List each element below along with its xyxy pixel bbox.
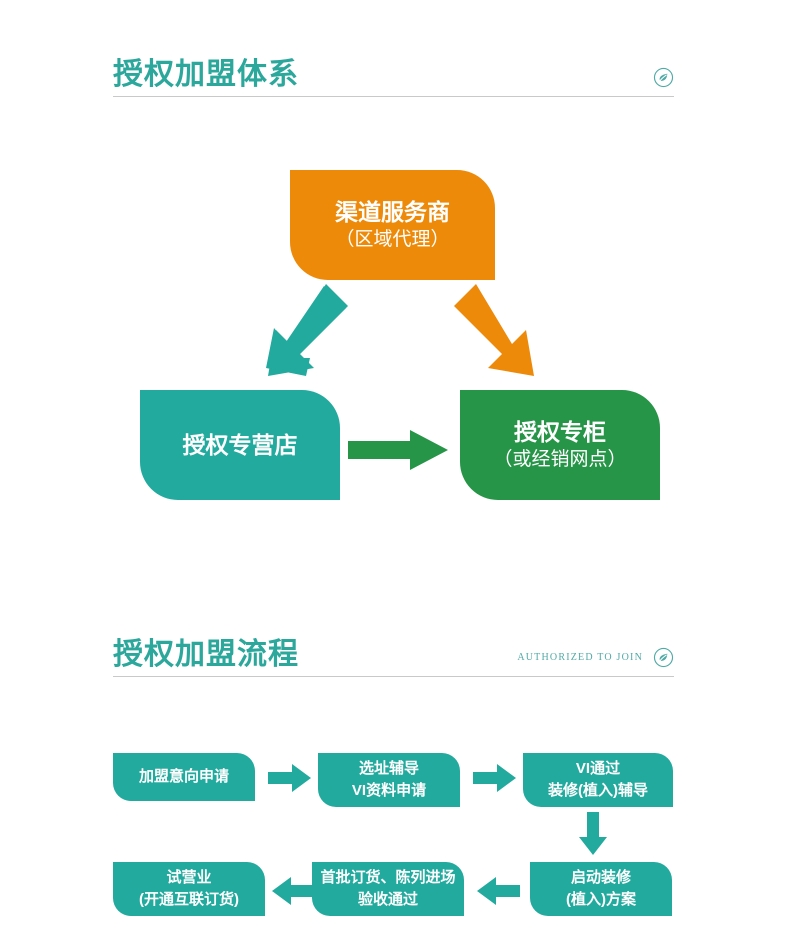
flow-step-3: VI通过 装修(植入)辅导 <box>523 753 673 807</box>
node-line-1: 渠道服务商 <box>335 198 450 225</box>
header-row: 授权加盟体系 <box>113 48 674 92</box>
flow-step-line-2: VI资料申请 <box>351 781 427 799</box>
header-subtitle-en: AUTHORIZED TO JOIN <box>517 652 643 663</box>
header-divider-2 <box>113 676 674 677</box>
flow-arrow-down <box>579 812 607 855</box>
flow-step-line-1: 选址辅导 <box>358 759 419 777</box>
diagram-node-authorized-store: 授权专营店 <box>140 390 340 500</box>
node-line-2: （或经销网点） <box>493 448 627 470</box>
flow-step-line-2: 验收通过 <box>357 890 418 908</box>
flow-step-4: 启动装修 (植入)方案 <box>530 862 672 916</box>
flow-step-line-2: 装修(植入)辅导 <box>548 781 648 799</box>
header-right-group: AUTHORIZED TO JOIN <box>517 647 674 668</box>
flow-step-5: 首批订货、陈列进场 验收通过 <box>312 862 464 916</box>
diagram-arrow-channel-to-store <box>266 284 348 376</box>
page-title-franchise-process: 授权加盟流程 <box>113 638 299 671</box>
diagram-arrow-channel-to-counter <box>454 284 534 376</box>
page-title-franchise-system: 授权加盟体系 <box>113 58 299 91</box>
node-line-1: 授权专营店 <box>182 431 298 458</box>
flow-step-1: 加盟意向申请 <box>113 753 255 801</box>
leaf-badge-icon <box>653 67 674 88</box>
diagram-node-authorized-counter: 授权专柜 （或经销网点） <box>460 390 660 500</box>
flow-step-6: 试营业 (开通互联订货) <box>113 862 265 916</box>
node-line-2: （区域代理） <box>335 228 450 250</box>
flow-arrow-4 <box>272 877 315 905</box>
header-right-group <box>643 67 674 88</box>
flow-step-line-2: (开通互联订货) <box>139 890 239 908</box>
flow-step-line-1: VI通过 <box>575 759 621 777</box>
flow-step-line-1: 启动装修 <box>570 868 631 886</box>
flow-step-line-1: 首批订货、陈列进场 <box>320 868 456 886</box>
node-line-1: 授权专柜 <box>514 418 606 445</box>
flow-arrow-2 <box>473 764 516 792</box>
leaf-badge-icon <box>653 647 674 668</box>
section-header-franchise-process: 授权加盟流程 AUTHORIZED TO JOIN <box>113 628 674 672</box>
flow-arrow-3 <box>477 877 520 905</box>
flow-step-2: 选址辅导 VI资料申请 <box>318 753 460 807</box>
header-row: 授权加盟流程 AUTHORIZED TO JOIN <box>113 628 674 672</box>
diagram-arrow-store-to-counter <box>348 430 448 470</box>
flow-step-line-1: 加盟意向申请 <box>138 767 229 785</box>
flow-step-line-1: 试营业 <box>166 868 212 886</box>
flow-step-line-2: (植入)方案 <box>566 890 636 908</box>
diagram-node-channel-service-provider: 渠道服务商 （区域代理） <box>290 170 495 280</box>
header-divider-1 <box>113 96 674 97</box>
section-header-franchise-system: 授权加盟体系 <box>113 48 674 92</box>
flow-arrow-1 <box>268 764 311 792</box>
